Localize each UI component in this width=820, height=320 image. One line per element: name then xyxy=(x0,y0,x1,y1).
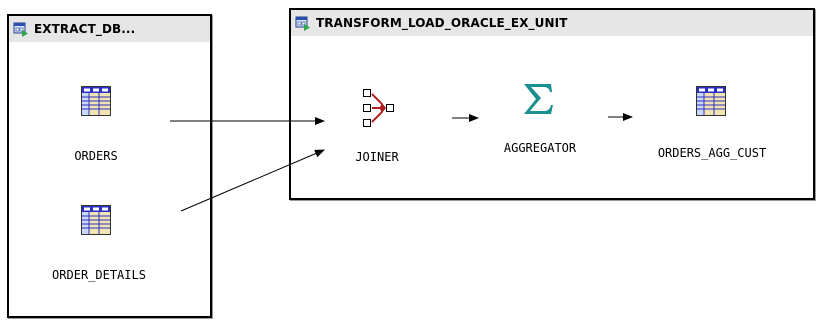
order-details-label: ORDER_DETAILS xyxy=(52,268,146,282)
table-icon xyxy=(696,86,726,116)
orders-agg-cust-label: ORDERS_AGG_CUST xyxy=(657,146,767,160)
table-icon xyxy=(81,86,111,116)
execution-unit-icon xyxy=(295,16,310,31)
transform-unit-header[interactable]: TRANSFORM_LOAD_ORACLE_EX_UNIT xyxy=(291,10,813,36)
transform-unit-title: TRANSFORM_LOAD_ORACLE_EX_UNIT xyxy=(316,16,568,30)
joiner-icon xyxy=(363,89,394,127)
transform-unit[interactable]: TRANSFORM_LOAD_ORACLE_EX_UNIT xyxy=(289,8,815,200)
extract-unit-title: EXTRACT_DB... xyxy=(34,22,136,36)
execution-unit-icon xyxy=(13,22,28,37)
extract-unit[interactable]: EXTRACT_DB... xyxy=(7,14,212,318)
aggregator-label: AGGREGATOR xyxy=(503,141,577,155)
joiner-label: JOINER xyxy=(355,150,399,164)
extract-unit-header[interactable]: EXTRACT_DB... xyxy=(9,16,210,42)
orders-label: ORDERS xyxy=(74,149,118,163)
table-icon xyxy=(81,205,111,235)
sigma-icon xyxy=(524,84,553,114)
